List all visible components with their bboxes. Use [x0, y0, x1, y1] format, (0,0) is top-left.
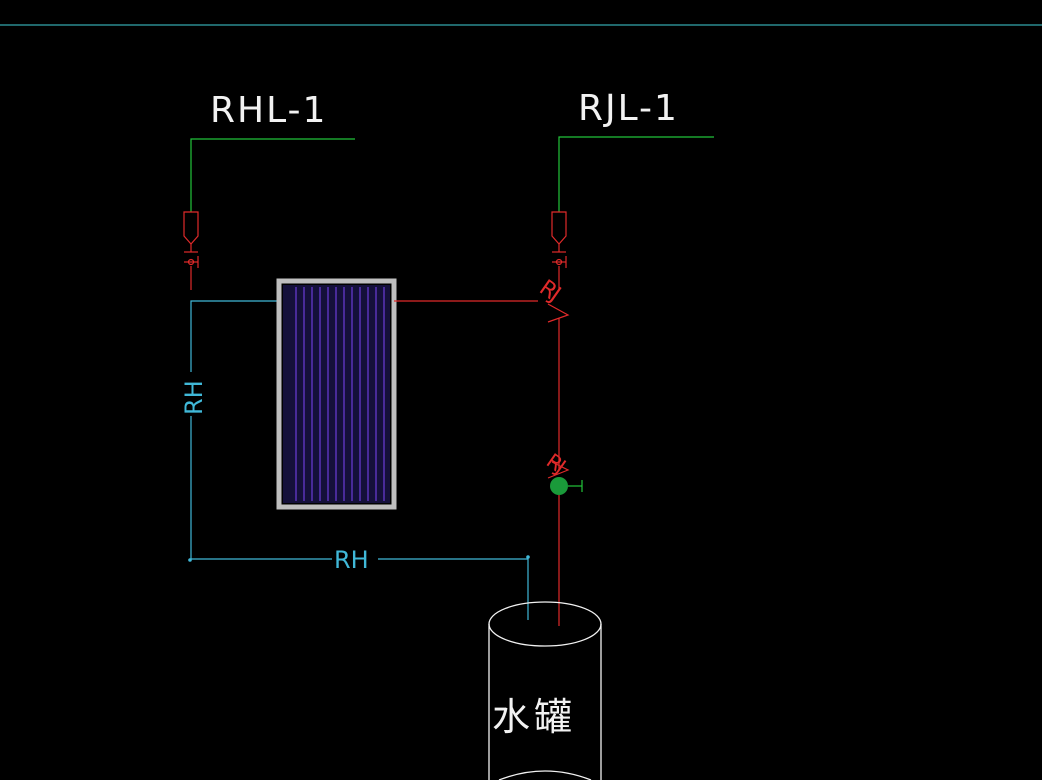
right-riser-green-pipe [558, 136, 714, 212]
rj-marker-lower: RJ [542, 448, 569, 477]
rj-marker-lower-arrow [547, 461, 570, 479]
circulation-pump-icon [550, 477, 583, 495]
left-riser-label: RHL-1 [210, 90, 327, 131]
water-tank-icon [488, 601, 602, 780]
solar-collector-icon [276, 278, 397, 510]
tank-label: 水罐 [492, 695, 576, 739]
rh-label-gap-vertical [178, 372, 204, 416]
right-riser-rjl-1: RJL-1 RJ RJ [394, 88, 714, 626]
pipe-node-left [188, 558, 192, 562]
left-riser-rhl-1: RHL-1 RH RH [178, 90, 530, 620]
collector-tubes [295, 287, 385, 501]
rh-label-vertical: RH [180, 380, 208, 415]
right-riser-label: RJL-1 [578, 88, 679, 129]
left-valve-icon [183, 211, 199, 290]
rh-label-horizontal: RH [334, 546, 369, 574]
rh-label-gap-horizontal [332, 548, 378, 570]
left-riser-green-pipe [190, 138, 355, 212]
rj-marker-upper-arrow [547, 303, 570, 323]
pipe-node-right [526, 555, 530, 559]
right-valve-icon [551, 211, 567, 290]
